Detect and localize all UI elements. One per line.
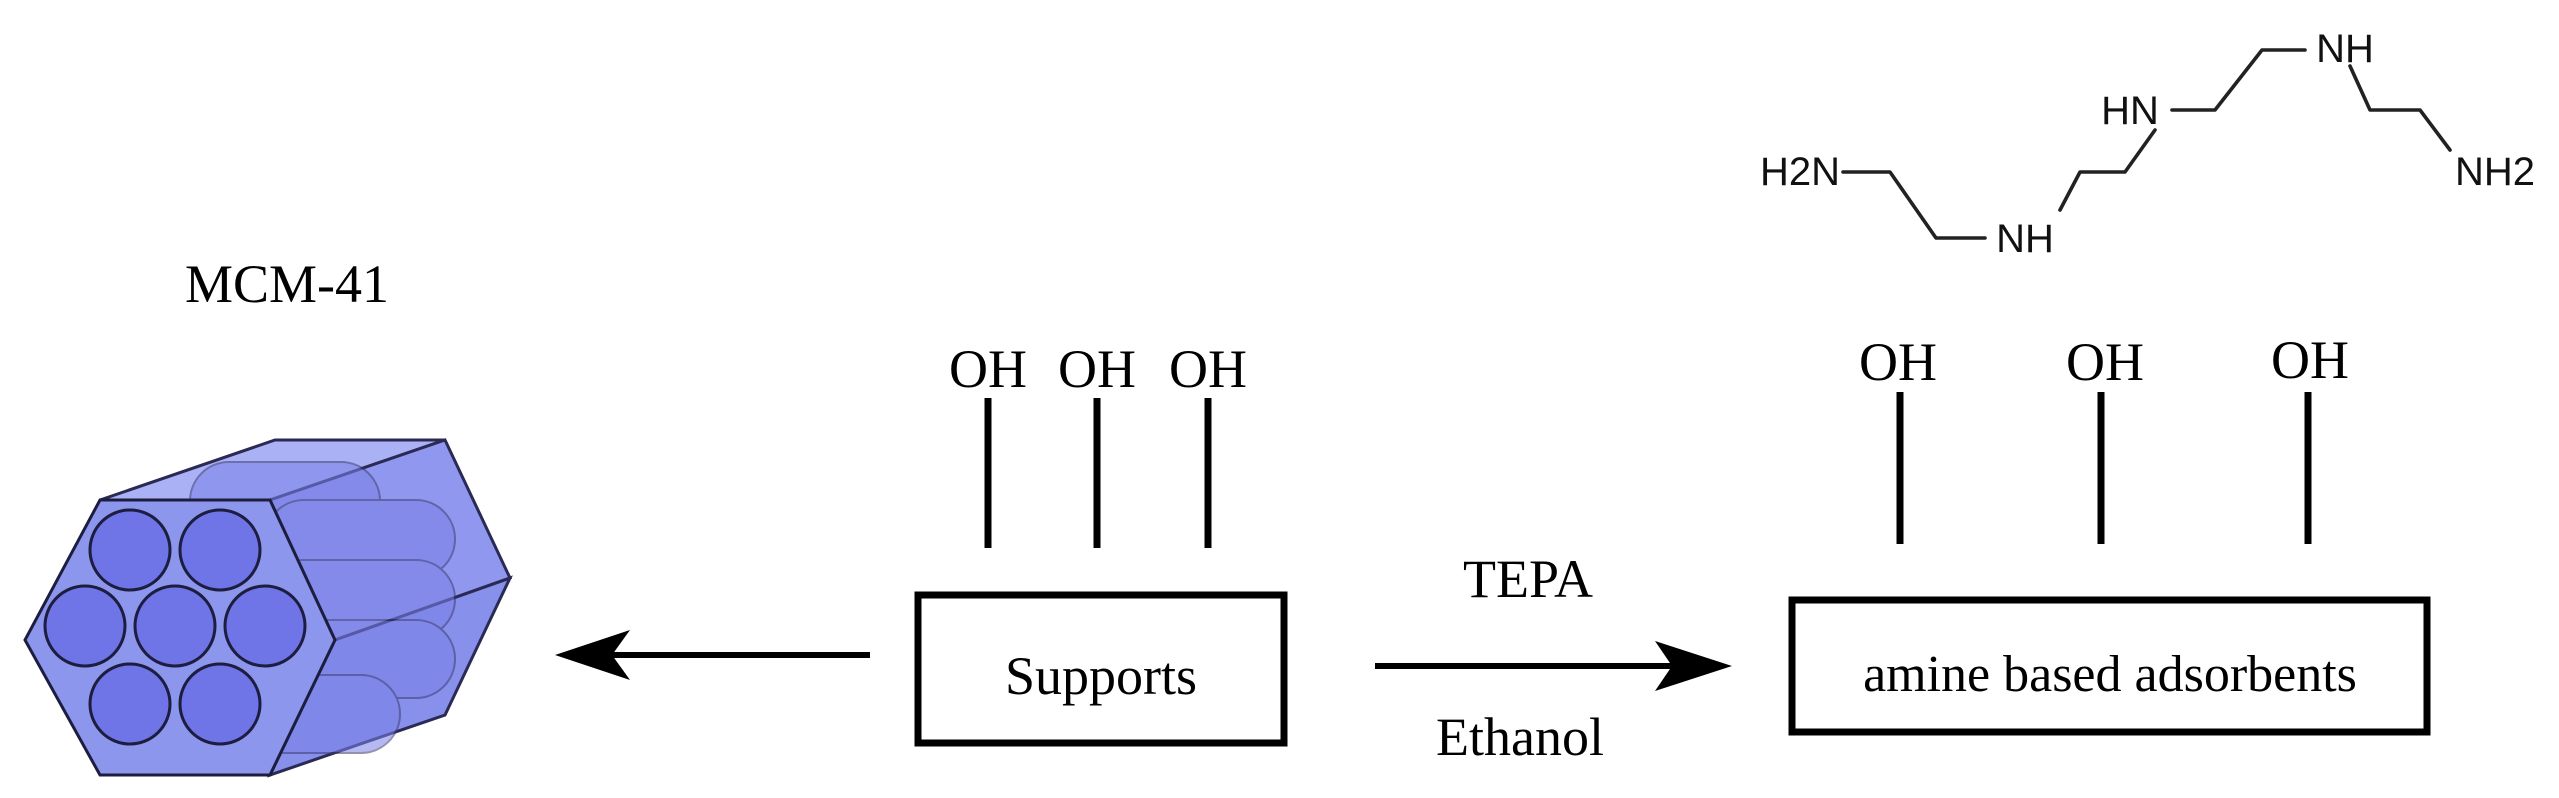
tepa-structure: H2N NH HN NH NH2 [1760,27,2535,261]
tepa-bond [2170,48,2307,112]
tepa-bond [2058,128,2157,212]
pore-circle [178,662,262,746]
tepa-nh2-left: H2N [1760,150,1840,194]
reaction-arrow-head [1655,641,1732,691]
tepa-nh-group: NH [1996,217,2054,261]
pore-circle [178,508,262,592]
pore-circle [43,584,127,668]
hydroxyl-label: OH [1169,339,1247,399]
hydroxyl-label: OH [1859,332,1937,392]
tepa-nh-group: NH [2316,27,2374,71]
tepa-bond [1841,170,1987,240]
reagent-tepa-label: TEPA [1463,549,1593,609]
hydroxyl-label: OH [2066,332,2144,392]
adsorbent-label: amine based adsorbents [1863,646,2357,703]
reagent-ethanol-label: Ethanol [1436,707,1604,767]
supports-label: Supports [1005,646,1197,706]
pore-circle [223,584,307,668]
supports-box [914,591,1288,747]
tepa-bond [2348,64,2452,152]
hydroxyl-label: OH [949,339,1027,399]
pore-circle [88,508,172,592]
pore-circle [133,584,217,668]
hydroxyl-label: OH [1058,339,1136,399]
supports-block: OH OH OH Supports [914,339,1288,747]
tepa-nh2-right: NH2 [2455,150,2535,194]
arrow-left-head [555,630,630,680]
adsorbent-block: OH OH OH amine based adsorbents [1788,330,2431,736]
material-label: MCM-41 [185,254,389,314]
mcm41-prism-illustration [23,438,513,778]
pore-circle [88,662,172,746]
hydroxyl-label: OH [2271,330,2349,390]
adsorbent-box [1788,596,2431,736]
tepa-nh-group: HN [2101,89,2159,133]
